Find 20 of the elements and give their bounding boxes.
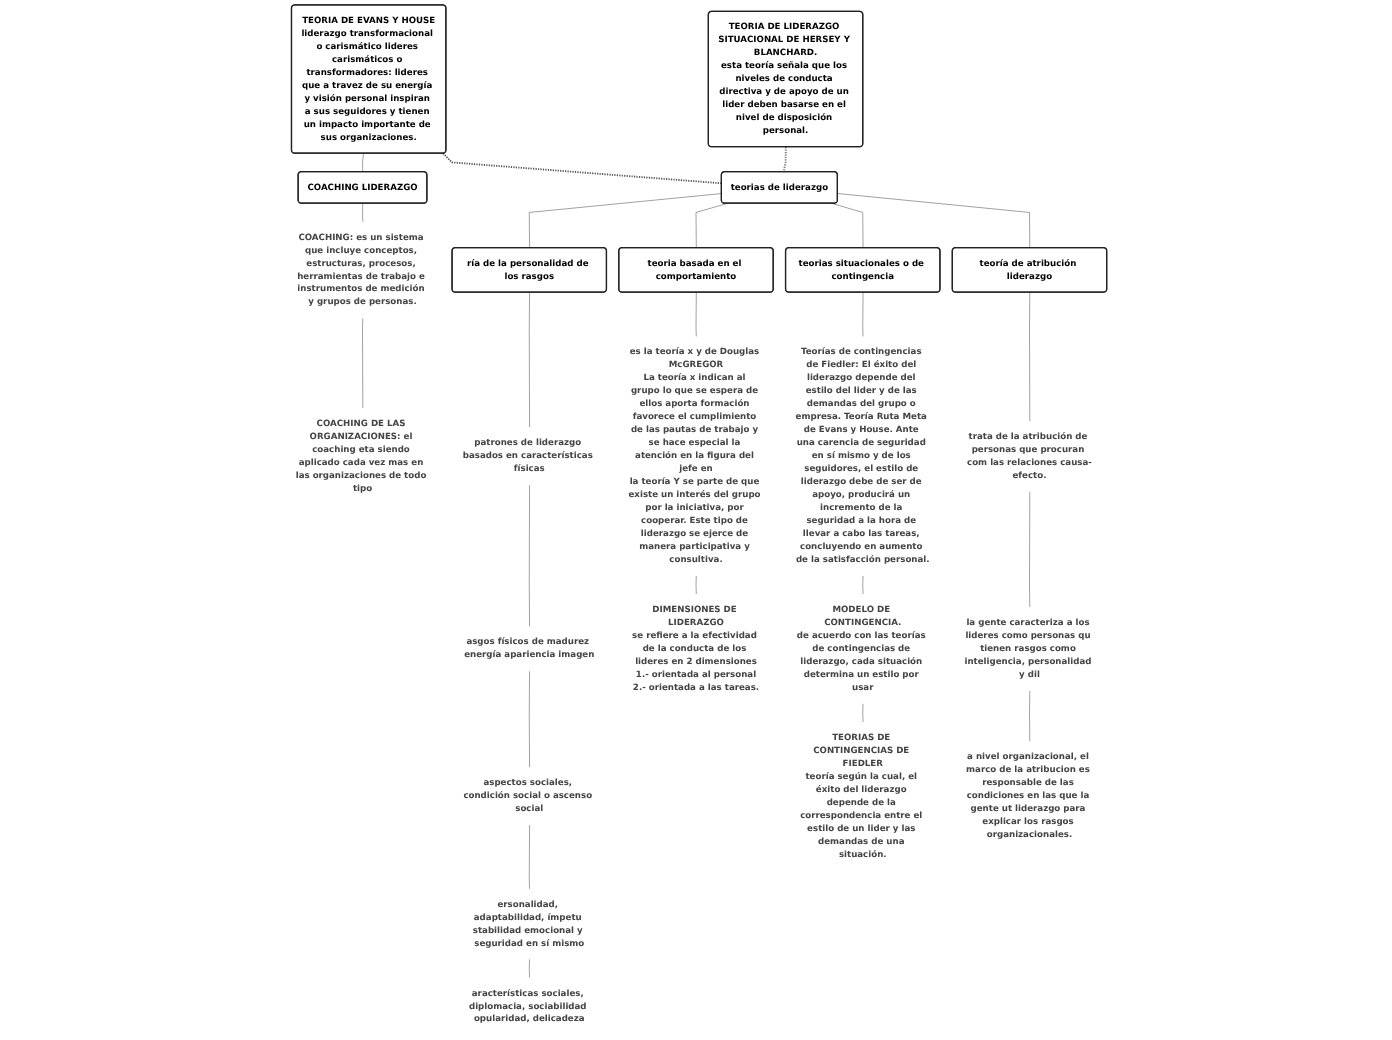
connector <box>528 292 530 428</box>
connector <box>862 575 864 595</box>
connector <box>782 146 787 173</box>
connector <box>442 152 723 185</box>
connector <box>528 824 530 890</box>
connector <box>362 153 364 173</box>
connector <box>837 193 1031 249</box>
connector <box>862 703 864 723</box>
connector <box>528 959 530 979</box>
connector <box>528 671 530 768</box>
connector <box>695 575 697 595</box>
connector <box>695 292 697 338</box>
connector <box>528 484 530 628</box>
connector <box>528 193 722 249</box>
connector <box>1029 491 1031 608</box>
connector <box>862 292 864 338</box>
connector <box>1029 292 1031 422</box>
connector <box>362 203 364 223</box>
connector <box>362 318 364 409</box>
connector <box>1029 690 1031 742</box>
